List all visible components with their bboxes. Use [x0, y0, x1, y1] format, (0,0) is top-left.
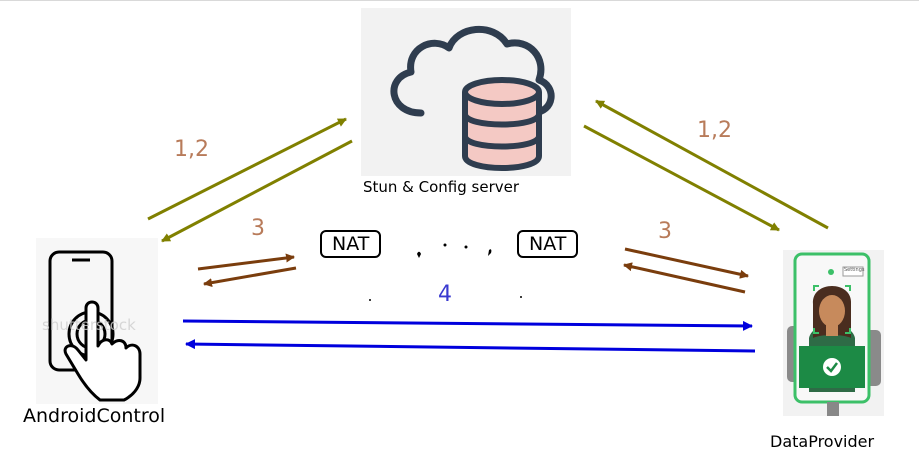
step-label-4: 4 — [438, 282, 452, 307]
arrow-nat-to-android — [203, 266, 297, 288]
provider-node: Settings — [783, 250, 884, 416]
settings-chip-label: Settings — [844, 267, 865, 273]
nat-right: NAT — [517, 230, 579, 258]
dots — [369, 243, 522, 301]
arrow-provider-to-server — [595, 99, 829, 230]
android-node: shutterstock — [36, 238, 158, 404]
arrow-server-to-android — [161, 139, 353, 243]
phone-face-verification-icon — [787, 252, 881, 416]
watermark: shutterstock — [42, 316, 136, 334]
cloud-database-icon — [390, 26, 555, 171]
arrow-server-to-provider — [583, 124, 780, 232]
nat-left: NAT — [320, 230, 382, 258]
server-label: Stun & Config server — [363, 178, 520, 196]
provider-label: DataProvider — [770, 432, 875, 451]
arrow-android-to-server — [147, 117, 347, 221]
arrow-nat-to-provider — [624, 247, 749, 279]
android-label: AndroidControl — [23, 405, 166, 427]
arrow-provider-to-nat — [623, 262, 746, 294]
phone-touch-icon — [48, 250, 142, 402]
arrow-android-to-provider — [182, 319, 753, 331]
step-label-3-right: 3 — [658, 219, 672, 244]
arrow-android-to-nat — [197, 253, 295, 271]
arrow-provider-to-android — [185, 339, 756, 353]
step-label-3-left: 3 — [251, 216, 265, 241]
server-node — [361, 8, 571, 176]
step-label-12-left: 1,2 — [174, 137, 209, 162]
step-label-12-right: 1,2 — [697, 118, 732, 143]
top-border — [0, 0, 919, 1]
